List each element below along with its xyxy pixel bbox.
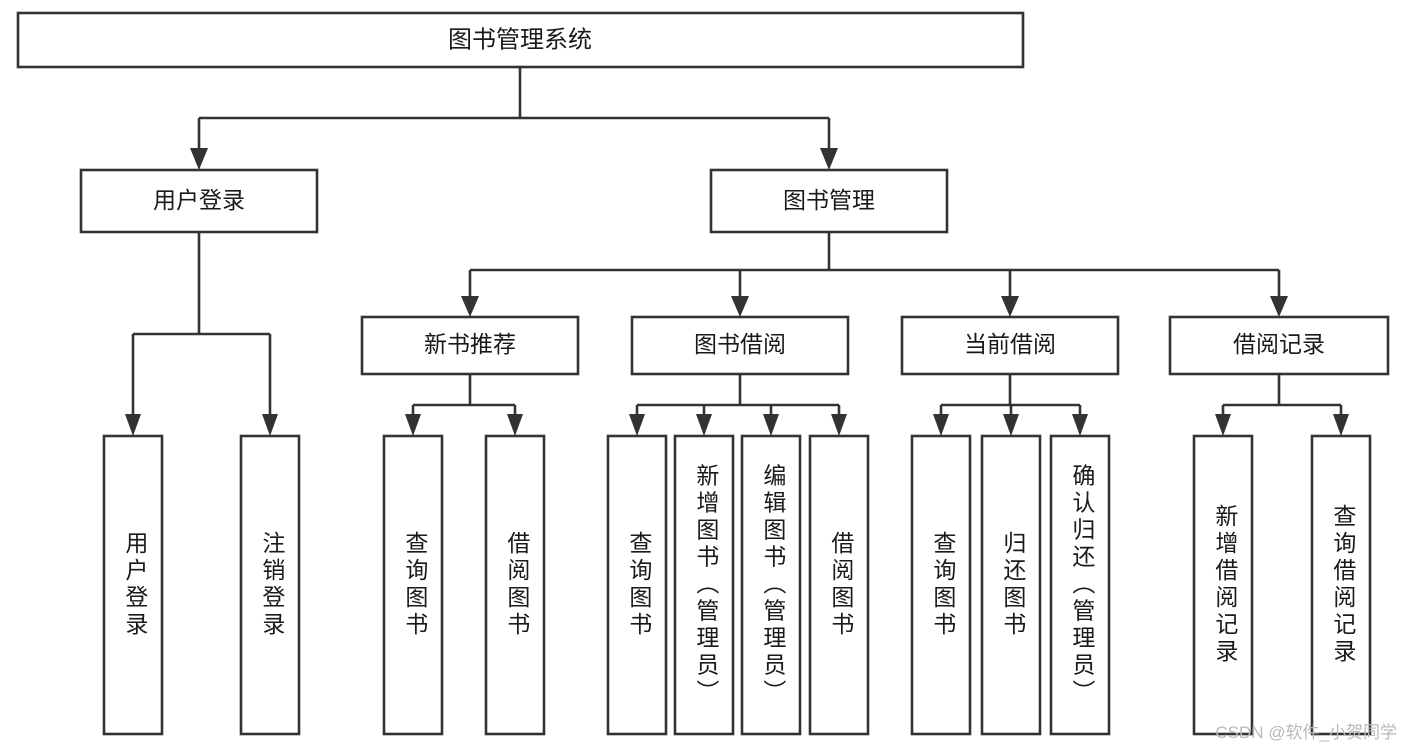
node-leaf-query-book-3-box[interactable] [910,434,972,736]
node-leaf-return-book-box[interactable] [980,434,1042,736]
arrowhead-leaf-user-login [125,414,141,436]
node-new-book-recommend-label: 新书推荐 [424,331,516,357]
arrowhead-book-mgmt [820,148,838,170]
node-leaf-add-book-admin-label: 新增图书（管理员） [693,464,720,707]
node-leaf-logout[interactable]: 注销登录 [239,434,301,736]
node-leaf-add-book-admin[interactable]: 新增图书（管理员） [673,434,735,736]
node-leaf-query-borrow-record-box[interactable] [1310,434,1372,736]
node-leaf-user-login[interactable]: 用户登录 [102,434,164,736]
connector-group-user-login-children [125,232,278,436]
arrowhead-leaf-query-record [1333,414,1349,436]
arrowhead-leaf-add-record [1215,414,1231,436]
arrowhead-borrow-record [1270,296,1288,317]
node-leaf-query-book-2[interactable]: 查询图书 [606,434,668,736]
arrowhead-new-book-rec [461,296,479,317]
node-root-label: 图书管理系统 [448,26,592,53]
node-user-login-box[interactable] [79,168,319,234]
node-book-management[interactable]: 图书管理 [709,168,949,234]
arrowhead-leaf-confirm-return [1072,414,1088,436]
arrowhead-user-login [190,148,208,170]
node-leaf-borrow-book-1-box[interactable] [484,434,546,736]
node-leaf-confirm-return-admin[interactable]: 确认归还（管理员） [1049,434,1111,736]
connector-group-book-borrow-children [629,374,847,436]
node-current-borrow[interactable]: 当前借阅 [900,315,1120,376]
csdn-watermark: CSDN @软件_小贺同学 [1215,723,1397,742]
node-leaf-query-book-3-label: 查询图书 [930,531,957,639]
connector-group-book-mgmt-children [461,232,1288,317]
node-leaf-query-book-1[interactable]: 查询图书 [382,434,444,736]
node-leaf-add-book-admin-box[interactable] [673,434,735,736]
node-root-system[interactable]: 图书管理系统 [16,11,1025,69]
connector-group-borrow-record-children [1215,374,1349,436]
node-leaf-confirm-return-admin-label: 确认归还（管理员） [1069,464,1096,707]
node-book-management-box[interactable] [709,168,949,234]
node-current-borrow-box[interactable] [900,315,1120,376]
node-borrow-record-label: 借阅记录 [1233,331,1325,357]
node-leaf-query-book-2-label: 查询图书 [626,531,653,639]
node-root-box[interactable] [16,11,1025,69]
node-leaf-borrow-book-2-box[interactable] [808,434,870,736]
node-leaf-query-borrow-record[interactable]: 查询借阅记录 [1310,434,1372,736]
arrowhead-leaf-borrow-book-2 [831,414,847,436]
node-user-login-label: 用户登录 [153,187,245,213]
arrowhead-current-borrow [1001,296,1019,317]
arrowhead-leaf-edit-book [763,414,779,436]
node-leaf-user-login-box[interactable] [102,434,164,736]
arrowhead-leaf-query-book-2 [629,414,645,436]
connector-group-current-borrow-children [933,374,1088,436]
node-leaf-edit-book-admin[interactable]: 编辑图书（管理员） [740,434,802,736]
node-leaf-borrow-book-2-label: 借阅图书 [828,531,855,639]
node-book-borrow[interactable]: 图书借阅 [630,315,850,376]
node-book-borrow-label: 图书借阅 [694,331,786,357]
node-leaf-borrow-book-1-label: 借阅图书 [504,531,531,639]
node-leaf-logout-label: 注销登录 [259,531,286,639]
node-leaf-query-book-1-label: 查询图书 [402,531,429,639]
node-leaf-query-borrow-record-label: 查询借阅记录 [1330,504,1357,666]
arrowhead-leaf-query-book-1 [405,414,421,436]
arrowhead-leaf-add-book [696,414,712,436]
node-leaf-borrow-book-2[interactable]: 借阅图书 [808,434,870,736]
node-new-book-recommend[interactable]: 新书推荐 [360,315,580,376]
node-leaf-query-book-3[interactable]: 查询图书 [910,434,972,736]
node-borrow-record[interactable]: 借阅记录 [1168,315,1390,376]
node-leaf-add-borrow-record-label: 新增借阅记录 [1212,504,1239,666]
node-borrow-record-box[interactable] [1168,315,1390,376]
node-new-book-recommend-box[interactable] [360,315,580,376]
arrowhead-leaf-borrow-book-1 [507,414,523,436]
node-leaf-edit-book-admin-label: 编辑图书（管理员） [760,464,787,707]
arrowhead-leaf-logout [262,414,278,436]
node-leaf-query-book-2-box[interactable] [606,434,668,736]
node-leaf-user-login-label: 用户登录 [122,531,149,639]
node-leaf-borrow-book-1[interactable]: 借阅图书 [484,434,546,736]
node-book-borrow-box[interactable] [630,315,850,376]
arrowhead-leaf-query-book-3 [933,414,949,436]
node-leaf-edit-book-admin-box[interactable] [740,434,802,736]
arrowhead-leaf-return-book [1003,414,1019,436]
node-leaf-return-book[interactable]: 归还图书 [980,434,1042,736]
connector-group-root-to-level2 [190,67,838,170]
node-leaf-logout-box[interactable] [239,434,301,736]
node-leaf-return-book-label: 归还图书 [1000,531,1027,639]
connector-group-new-book-rec-children [405,374,523,436]
node-user-login[interactable]: 用户登录 [79,168,319,234]
node-book-management-label: 图书管理 [783,187,875,213]
node-leaf-query-book-1-box[interactable] [382,434,444,736]
node-current-borrow-label: 当前借阅 [964,331,1056,357]
arrowhead-book-borrow [731,296,749,317]
node-leaf-confirm-return-admin-box[interactable] [1049,434,1111,736]
node-leaf-add-borrow-record-box[interactable] [1192,434,1254,736]
node-leaf-add-borrow-record[interactable]: 新增借阅记录 [1192,434,1254,736]
